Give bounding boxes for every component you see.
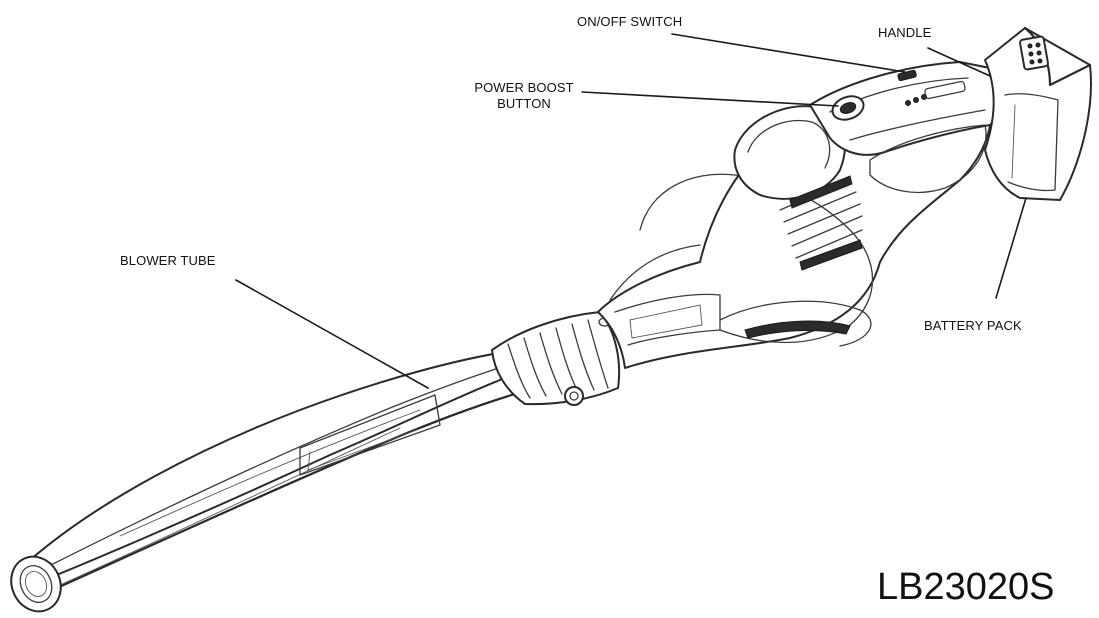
leader-on-off-switch bbox=[671, 33, 906, 73]
leader-handle bbox=[927, 47, 991, 77]
model-number: LB23020S bbox=[877, 566, 1055, 608]
leader-lines bbox=[235, 33, 1027, 389]
handle-drawing bbox=[809, 61, 1003, 194]
leader-blower-tube bbox=[235, 279, 429, 389]
label-power-boost-line1: POWER BOOST bbox=[474, 80, 574, 95]
label-handle: HANDLE bbox=[878, 25, 932, 40]
battery-pack-drawing bbox=[984, 26, 1092, 201]
label-battery-pack: BATTERY PACK bbox=[924, 318, 1022, 333]
leader-power-boost bbox=[581, 91, 839, 107]
label-power-boost-button: POWER BOOST BUTTON bbox=[465, 80, 583, 112]
blower-tube-drawing bbox=[10, 349, 537, 613]
label-blower-tube: BLOWER TUBE bbox=[120, 253, 216, 268]
label-power-boost-line2: BUTTON bbox=[497, 96, 551, 111]
leader-battery-pack bbox=[995, 197, 1027, 299]
tube-coupling-drawing bbox=[491, 311, 621, 406]
label-on-off-switch: ON/OFF SWITCH bbox=[577, 14, 683, 29]
